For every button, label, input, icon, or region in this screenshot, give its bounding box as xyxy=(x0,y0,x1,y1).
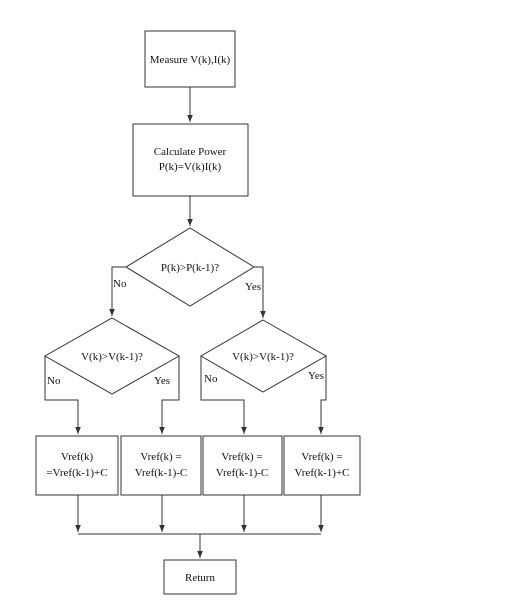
measure-label: Measure V(k),I(k) xyxy=(150,54,231,66)
measure-box xyxy=(144,30,236,88)
vref-box-4-line1: Vref(k) = xyxy=(301,451,342,463)
vref-box-2-line1: Vref(k) = xyxy=(140,451,181,463)
decision-voltage-right-diamond xyxy=(200,319,328,393)
calculate-power-label-line1: Calculate Power xyxy=(154,146,227,158)
edge-label-vr-no: No xyxy=(204,373,218,385)
vref-box-4-line2: Vref(k-1)+C xyxy=(294,467,349,479)
vref-box-2 xyxy=(120,435,202,496)
edge-decision-vl-yes xyxy=(159,356,180,434)
return-label: Return xyxy=(185,572,215,584)
decision-voltage-left-diamond xyxy=(43,317,181,395)
vref-box-1-line2: =Vref(k-1)+C xyxy=(46,467,107,479)
calculate-power-label-line2: P(k)=V(k)I(k) xyxy=(159,161,222,173)
edge-label-p-yes: Yes xyxy=(245,281,261,293)
decision-voltage-right-label: V(k)>V(k-1)? xyxy=(232,351,294,363)
edge-decision-vr-no xyxy=(200,356,247,434)
vref-box-2-line2: Vref(k-1)-C xyxy=(135,467,187,479)
flowchart-edges xyxy=(44,87,327,558)
edge-label-vl-no: No xyxy=(47,375,61,387)
decision-voltage-left-label: V(k)>V(k-1)? xyxy=(81,351,143,363)
edge-label-p-no: No xyxy=(113,278,127,290)
edge-decision-vl-no xyxy=(44,356,81,434)
vref-box-1-line1: Vref(k) xyxy=(61,451,94,463)
calculate-power-box xyxy=(132,123,249,197)
vref-box-3 xyxy=(202,435,283,496)
return-box xyxy=(163,559,237,595)
edge-label-vr-yes: Yes xyxy=(308,370,324,382)
edge-label-vl-yes: Yes xyxy=(154,375,170,387)
vref-box-4 xyxy=(283,435,361,496)
decision-power-diamond xyxy=(125,227,255,307)
edge-decision-p-yes xyxy=(254,266,266,318)
vref-box-3-line2: Vref(k-1)-C xyxy=(216,467,268,479)
vref-box-1 xyxy=(35,435,119,496)
decision-power-label: P(k)>P(k-1)? xyxy=(161,262,219,274)
edge-decision-vr-yes xyxy=(318,356,327,434)
vref-box-3-line1: Vref(k) = xyxy=(221,451,262,463)
edge-decision-p-no xyxy=(109,266,126,316)
